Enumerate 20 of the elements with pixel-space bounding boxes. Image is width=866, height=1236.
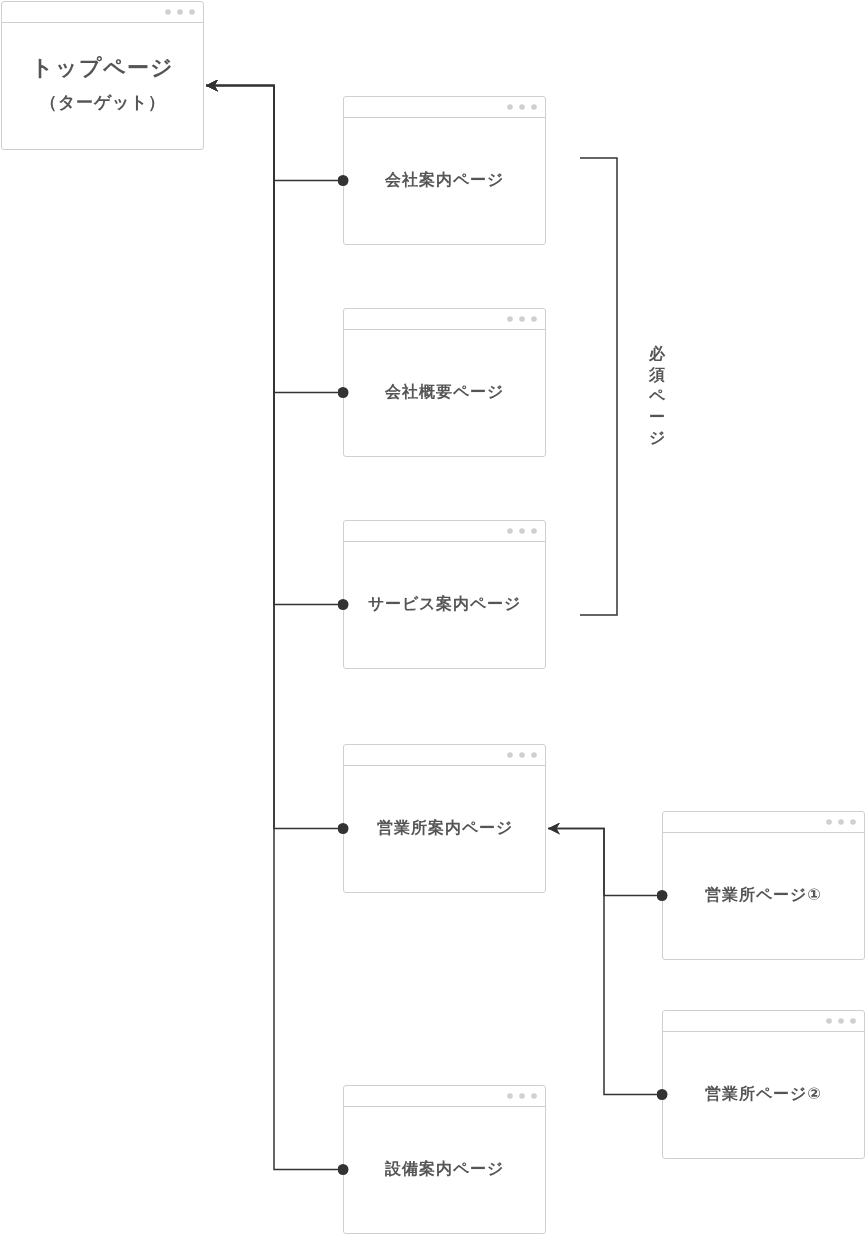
page-title: トップページ [31, 54, 174, 82]
page-title: 設備案内ページ [385, 1159, 504, 1180]
page-title: サービス案内ページ [368, 594, 521, 615]
page-title: 営業所ページ① [705, 885, 822, 906]
browser-window [1, 1, 204, 150]
connector-arrow [547, 822, 668, 1100]
browser-window [343, 1085, 546, 1234]
browser-window [662, 1010, 865, 1159]
bracket-label: 必須ページ [648, 343, 665, 448]
page-subtitle: （ターゲット） [39, 91, 166, 114]
page-title: 営業所案内ページ [376, 818, 513, 839]
page-title: 会社概要ページ [385, 382, 504, 403]
browser-window [343, 744, 546, 893]
page-title: 会社案内ページ [385, 170, 504, 191]
browser-window [343, 308, 546, 457]
page-title: 営業所ページ② [705, 1084, 822, 1105]
browser-window [343, 520, 546, 669]
browser-window [662, 811, 865, 960]
browser-window [343, 96, 546, 245]
connector-arrow [205, 79, 349, 1175]
